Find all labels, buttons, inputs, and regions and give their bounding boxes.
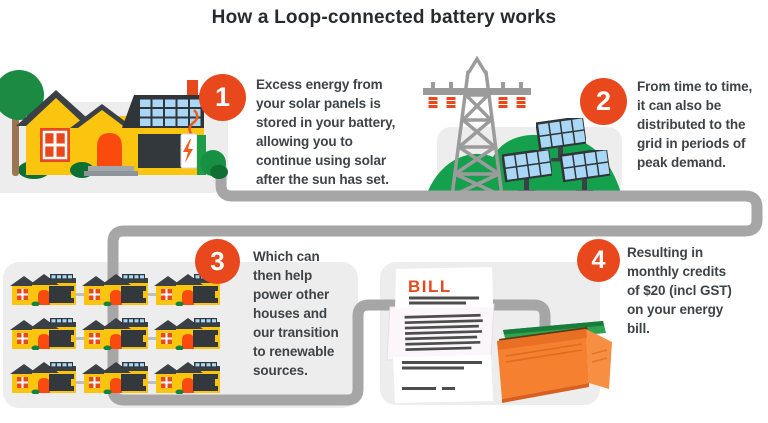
wallet-illustration — [497, 321, 612, 403]
bill-label: BILL — [408, 277, 452, 296]
step-3-badge: 3 — [195, 239, 240, 284]
door-icon — [97, 133, 122, 175]
power-cable — [107, 151, 763, 406]
bush-icon — [210, 165, 228, 179]
chimney-icon — [187, 80, 198, 95]
page-title: How a Loop-connected battery works — [211, 7, 557, 28]
step-2-badge: 2 — [580, 78, 627, 125]
house-illustration — [0, 70, 228, 179]
step-2-text: From time to time, it can also be distri… — [637, 79, 753, 170]
battery-wire — [188, 109, 199, 137]
wallet-flap — [586, 329, 612, 389]
step-1-text: Excess energy from your solar panels is … — [256, 77, 396, 187]
neighbourhood-illustration — [10, 274, 220, 394]
step-3-text: Which can then help power other houses a… — [253, 249, 339, 378]
battery-icon — [180, 133, 198, 169]
step-1-badge: 1 — [199, 74, 246, 121]
step-4-badge: 4 — [577, 239, 620, 282]
window-icon — [40, 128, 70, 162]
insulator-icons — [428, 97, 526, 108]
step-4-text: Resulting in monthly credits of $20 (inc… — [627, 245, 732, 336]
bill-illustration: BILL — [386, 267, 495, 403]
hedge-icon — [197, 135, 206, 175]
